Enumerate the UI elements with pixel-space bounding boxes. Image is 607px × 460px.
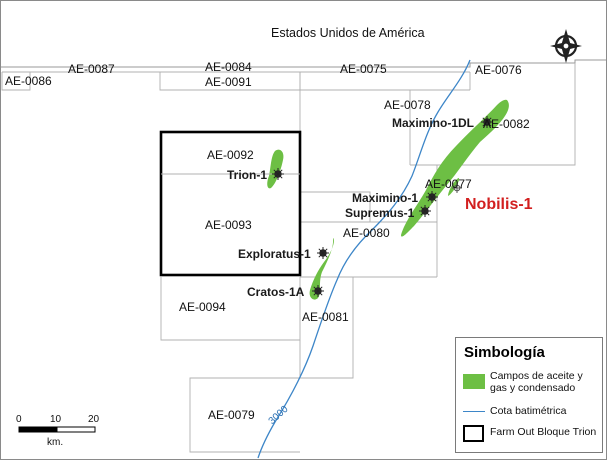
block-label-ae0093: AE-0093: [205, 218, 252, 232]
block-label-ae0084: AE-0084: [205, 60, 252, 74]
well-label-cratos1a: Cratos-1A: [247, 285, 305, 299]
block-label-ae0082: AE-0082: [483, 117, 530, 131]
legend-swatch-fields: [463, 374, 485, 389]
well-symbol-exploratus1: [317, 247, 329, 259]
block-label-ae0077: AE-0077: [425, 177, 472, 191]
field-trion: [267, 149, 284, 189]
block-label-ae0087: AE-0087: [68, 62, 115, 76]
scale-tick-0: 0: [16, 414, 22, 425]
legend-panel: Simbología Campos de aceite y gas y cond…: [455, 337, 603, 453]
well-label-trion1: Trion-1: [227, 168, 268, 182]
scale-tick-20: 20: [88, 414, 100, 425]
well-symbols: [272, 116, 493, 297]
well-symbol-supremus1: [419, 205, 431, 217]
country-label: Estados Unidos de América: [271, 26, 425, 40]
bathymetric-contour: [257, 59, 471, 459]
north-arrow-icon: [550, 29, 582, 63]
block-label-ae0094: AE-0094: [179, 300, 226, 314]
legend-swatch-farm-out: [463, 425, 484, 442]
well-symbol-nobilis1: [452, 183, 462, 193]
block-label-ae0080: AE-0080: [343, 226, 390, 240]
well-symbol-trion1: [272, 168, 284, 180]
legend-item-farm-out: Farm Out Bloque Trion: [490, 426, 597, 438]
well-label-supremus1: Supremus-1: [345, 206, 415, 220]
block-label-ae0079: AE-0079: [208, 408, 255, 422]
block-label-ae0081: AE-0081: [302, 310, 349, 324]
legend-item-contour: Cota batimétrica: [490, 405, 567, 417]
block-label-ae0076: AE-0076: [475, 63, 522, 77]
well-symbol-maximino1dl: [481, 116, 493, 128]
well-label-maximino1: Maximino-1: [352, 191, 419, 205]
well-symbol-maximino1: [426, 191, 438, 203]
well-label-nobilis1: Nobilis-1: [465, 196, 533, 213]
farm-out-box: [159, 130, 302, 277]
legend-title: Simbología: [464, 344, 545, 361]
scale-bar: [18, 426, 96, 433]
field-north-trend: [401, 99, 509, 237]
block-label-ae0078: AE-0078: [384, 98, 431, 112]
field-exploratus: [309, 238, 334, 300]
block-label-ae0092: AE-0092: [207, 148, 254, 162]
well-label-exploratus1: Exploratus-1: [238, 247, 311, 261]
boundary-line: [0, 59, 607, 68]
legend-item-fields: Campos de aceite y gas y condensado: [490, 370, 583, 394]
scale-tick-10: 10: [50, 414, 62, 425]
legend-swatch-contour: [463, 411, 485, 412]
block-label-ae0086: AE-0086: [5, 74, 52, 88]
field-nobilis: [448, 178, 460, 196]
well-symbol-cratos1a: [312, 285, 324, 297]
block-label-ae0075: AE-0075: [340, 62, 387, 76]
well-label-maximino1dl: Maximino-1DL: [392, 116, 475, 130]
block-label-ae0091: AE-0091: [205, 75, 252, 89]
oil-gas-fields: [267, 99, 509, 300]
scale-unit: km.: [47, 437, 64, 448]
